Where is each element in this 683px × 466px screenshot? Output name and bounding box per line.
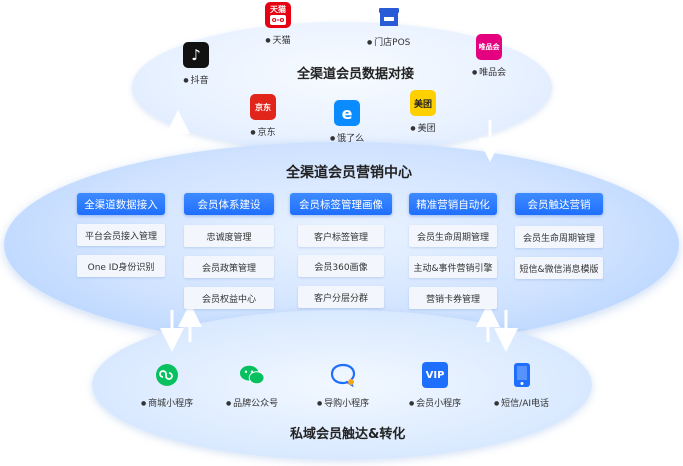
channel-mall-mini-program: 商城小程序 — [141, 362, 193, 409]
module-item: 客户标签管理 — [298, 225, 384, 247]
store-icon — [376, 4, 402, 30]
platform-tmall: 天猫o-o 天猫 — [265, 2, 291, 46]
module-item: 短信&微信消息模版 — [515, 257, 603, 279]
module-item: 忠诚度管理 — [184, 225, 274, 247]
module-item: 会员权益中心 — [184, 287, 274, 309]
module-item: 客户分层分群 — [298, 286, 384, 308]
platform-jd: 京东 京东 — [250, 94, 276, 138]
meituan-icon: 美团 — [410, 90, 436, 116]
channel-label: 商城小程序 — [141, 396, 193, 409]
column-header-marketing-automation: 精准营销自动化 — [409, 193, 497, 215]
platform-meituan: 美团 美团 — [410, 90, 436, 134]
column-header-data-access: 全渠道数据接入 — [77, 193, 165, 215]
module-item: 主动&事件营销引擎 — [409, 256, 497, 278]
channel-label: 短信/AI电话 — [494, 396, 549, 409]
platform-label: 天猫 — [265, 33, 291, 46]
module-item: 会员生命周期管理 — [409, 225, 497, 247]
module-item: 营销卡券管理 — [409, 287, 497, 309]
vipshop-icon: 唯品会 — [476, 34, 503, 60]
channel-label: 会员小程序 — [409, 396, 461, 409]
channel-sms-ai-call: 短信/AI电话 — [494, 362, 549, 409]
top-layer-title: 全渠道会员数据对接 — [297, 67, 415, 82]
eleme-icon: e — [334, 100, 361, 126]
jd-icon: 京东 — [250, 94, 276, 120]
column-header-tag-profile: 会员标签管理画像 — [290, 193, 392, 215]
platform-label: 抖音 — [183, 73, 209, 86]
channel-official-account: 品牌公众号 — [226, 362, 278, 409]
mini-program-icon — [154, 362, 180, 388]
module-item: 平台会员接入管理 — [77, 224, 165, 246]
platform-label: 京东 — [250, 125, 276, 138]
platform-label: 饿了么 — [330, 131, 364, 144]
middle-layer-title: 全渠道会员营销中心 — [286, 165, 412, 181]
wechat-icon — [239, 362, 265, 388]
column-header-reach-marketing: 会员触达营销 — [515, 193, 603, 215]
platform-douyin: ♪ 抖音 — [183, 42, 209, 86]
module-item: 会员360画像 — [298, 255, 384, 277]
platform-vipshop: 唯品会 唯品会 — [472, 34, 506, 78]
channel-label: 导购小程序 — [317, 396, 369, 409]
channel-label: 品牌公众号 — [226, 396, 278, 409]
platform-label: 唯品会 — [472, 65, 506, 78]
vip-icon: VIP — [422, 362, 449, 388]
platform-label: 美团 — [410, 121, 436, 134]
douyin-icon: ♪ — [183, 42, 209, 68]
module-item: 会员生命周期管理 — [515, 226, 603, 248]
channel-guide-mini-program: 导购小程序 — [317, 362, 369, 409]
module-item: 会员政策管理 — [184, 256, 274, 278]
phone-icon — [509, 362, 535, 388]
platform-label: 门店POS — [367, 35, 410, 48]
chat-bubble-icon — [330, 362, 356, 388]
bottom-layer-title: 私域会员触达&转化 — [290, 427, 406, 442]
platform-store-pos: 门店POS — [367, 4, 410, 48]
module-item: One ID身份识别 — [77, 255, 165, 277]
channel-member-mini-program: VIP 会员小程序 — [409, 362, 461, 409]
platform-eleme: e 饿了么 — [330, 100, 364, 144]
column-header-membership-system: 会员体系建设 — [184, 193, 274, 215]
